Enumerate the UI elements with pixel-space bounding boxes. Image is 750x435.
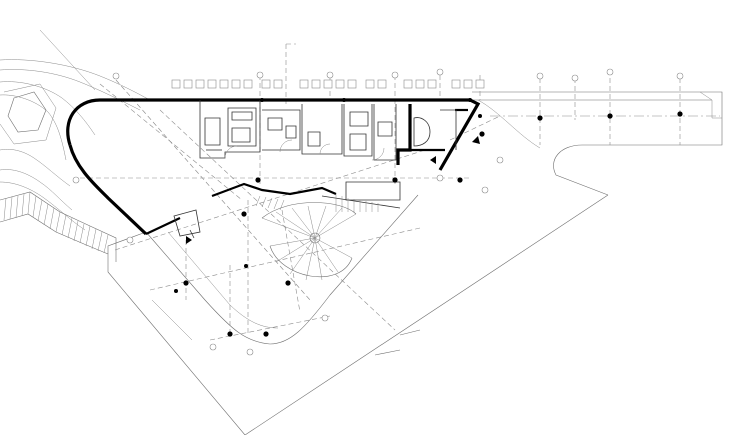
structural-columns: [174, 98, 683, 337]
interior-rooms: [173, 100, 457, 239]
grid-tags: [72, 68, 684, 356]
building-walls: [66, 98, 481, 236]
level-markers: [186, 136, 480, 244]
grid-lines: [80, 43, 720, 341]
terrain-contours: [0, 29, 151, 231]
radial-structure: [261, 202, 357, 281]
exterior-stair: [0, 191, 117, 262]
